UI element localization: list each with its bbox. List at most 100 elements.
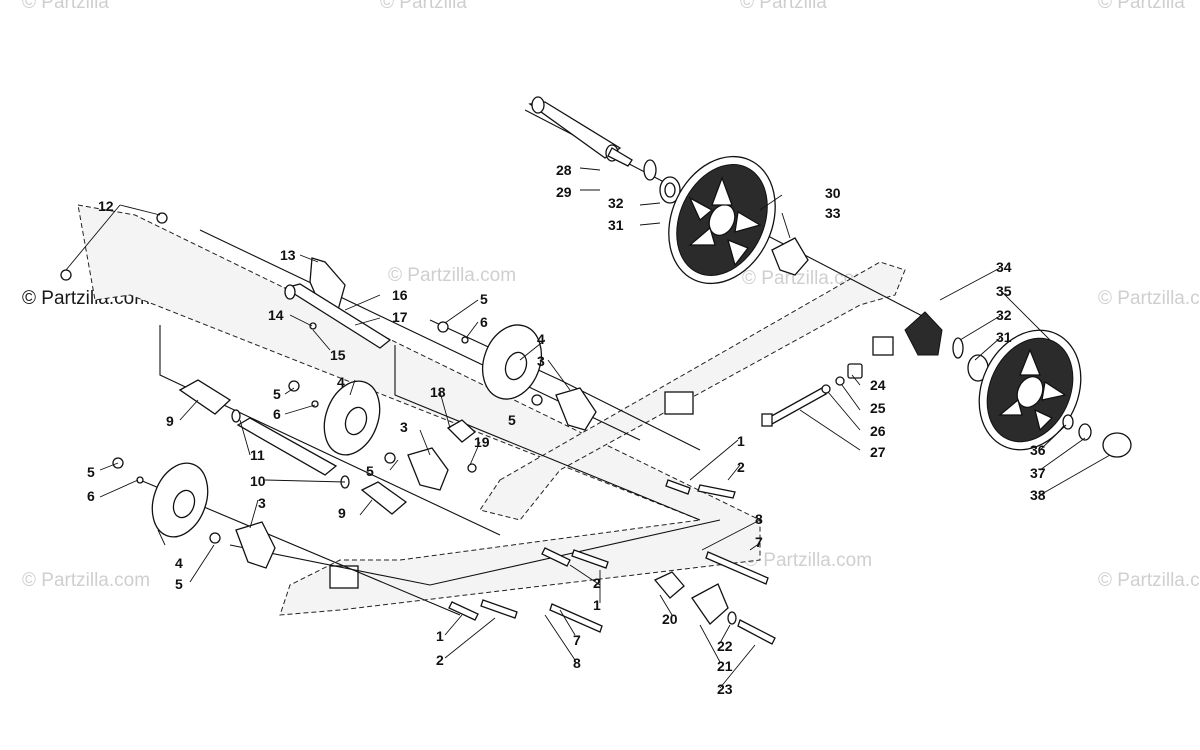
callout-6-left: 6 (87, 488, 95, 504)
callout-2-left: 2 (436, 652, 444, 668)
wheel-bracket-upper (555, 387, 597, 431)
snap-ring-and-bearing-top (643, 159, 681, 204)
spacer-9-upper (178, 379, 232, 415)
callout-1-right: 1 (737, 433, 745, 449)
callout-31: 31 (608, 217, 624, 233)
set-screw-14 (309, 322, 317, 330)
callout-26: 26 (870, 423, 886, 439)
washer-6-b (311, 400, 319, 408)
washer-26 (821, 384, 831, 394)
callout-5-right: 5 (508, 412, 516, 428)
nut-5-d (531, 394, 543, 406)
bolt-head-37 (1078, 423, 1092, 441)
callout-37: 37 (1030, 465, 1046, 481)
callout-4-lower: 4 (175, 555, 183, 571)
callout-19: 19 (474, 434, 490, 450)
bolt-2-c (480, 599, 518, 619)
callout-22: 22 (717, 638, 733, 654)
callout-5-upper: 5 (480, 291, 488, 307)
watermark-top-right: © Partzilla (1098, 0, 1185, 13)
washer-6-a (461, 336, 469, 344)
callout-11: 11 (250, 447, 265, 463)
bracket-21 (691, 583, 729, 625)
callout-18: 18 (430, 384, 446, 400)
spacer-20 (653, 571, 685, 599)
snap-ring-right (952, 337, 964, 359)
callout-25: 25 (870, 400, 886, 416)
callout-10: 10 (250, 473, 266, 489)
axis-line-mid (159, 325, 501, 536)
spacer-24 (847, 363, 863, 379)
axis-line-right-wheel (429, 319, 701, 451)
nut-19 (467, 463, 477, 473)
wheel-hub-right (904, 311, 943, 356)
hub-cap-38 (1102, 432, 1132, 458)
bolt-1-a (665, 479, 691, 495)
nut-12-b (60, 269, 72, 281)
washer-25 (835, 376, 845, 386)
callout-35: 35 (996, 283, 1012, 299)
idler-wheel-upper-center (482, 324, 542, 400)
callout-29: 29 (556, 184, 572, 200)
axis-line-bolt-lower (229, 519, 721, 586)
bolt-1-b (541, 547, 571, 567)
bolt-2-b (571, 549, 609, 569)
idler-wheel-lower-left (151, 462, 209, 538)
callout-28: 28 (556, 162, 572, 178)
watermark-mid-2: © Partzilla.com (742, 268, 871, 289)
callout-23: 23 (717, 681, 733, 697)
callout-3-upper: 3 (537, 353, 545, 369)
idler-wheel-top (668, 155, 776, 285)
spacer-18 (446, 419, 477, 443)
bolt-2-a (697, 484, 736, 499)
spacer-9-lower (360, 481, 408, 515)
callout-4-upper: 4 (537, 331, 545, 347)
rail-bracket-right (664, 391, 694, 415)
callout-1-left: 1 (436, 628, 444, 644)
axle-11 (236, 417, 338, 476)
callout-13: 13 (280, 247, 296, 263)
nut-5-f (209, 532, 221, 544)
callout-6-upper: 6 (480, 314, 488, 330)
watermark-bottom-right-center: © Partzilla.com (744, 550, 873, 571)
callout-5-center: 5 (366, 463, 374, 479)
callout-7-center: 7 (573, 632, 581, 648)
callout-33: 33 (825, 205, 841, 221)
callout-9-upper: 9 (166, 413, 174, 429)
callout-14: 14 (268, 307, 284, 323)
nut-12-a (156, 212, 168, 224)
callout-9-lower: 9 (338, 505, 346, 521)
axis-line-18-19 (394, 345, 701, 521)
right-slide-rail (479, 261, 906, 521)
washer-22 (727, 611, 737, 625)
callout-20: 20 (662, 611, 678, 627)
idler-wheel-mid-left (323, 380, 381, 456)
bolt-7-a (705, 551, 769, 585)
wheel-spacer-top (771, 237, 809, 276)
callout-8-center: 8 (573, 655, 581, 671)
callout-32-right: 32 (996, 307, 1012, 323)
callout-5-mid: 5 (273, 386, 281, 402)
callout-3-lower: 3 (258, 495, 266, 511)
callout-34: 34 (996, 259, 1012, 275)
callout-24: 24 (870, 377, 886, 393)
callout-30: 30 (825, 185, 841, 201)
bolt-1-c (448, 601, 479, 621)
callout-17: 17 (392, 309, 408, 325)
callout-2-center: 2 (593, 575, 601, 591)
wheel-bracket-mid (407, 447, 449, 491)
watermark-top-center-right: © Partzilla (740, 0, 827, 13)
callout-27: 27 (870, 444, 886, 460)
callout-7-right: 7 (755, 534, 763, 550)
front-idler-shaft (528, 96, 633, 167)
watermark-bottom-right: © Partzilla.com (1098, 570, 1200, 591)
callout-16: 16 (392, 287, 408, 303)
callout-4-mid: 4 (337, 374, 345, 390)
watermark-top-center-left: © Partzilla (380, 0, 467, 13)
ring-10-a (231, 409, 241, 423)
watermark-bottom-left: © Partzilla.com (22, 570, 151, 591)
watermark-top-left: © Partzilla (22, 0, 109, 13)
callout-6-mid: 6 (273, 406, 281, 422)
rear-axle-arm (283, 257, 392, 349)
